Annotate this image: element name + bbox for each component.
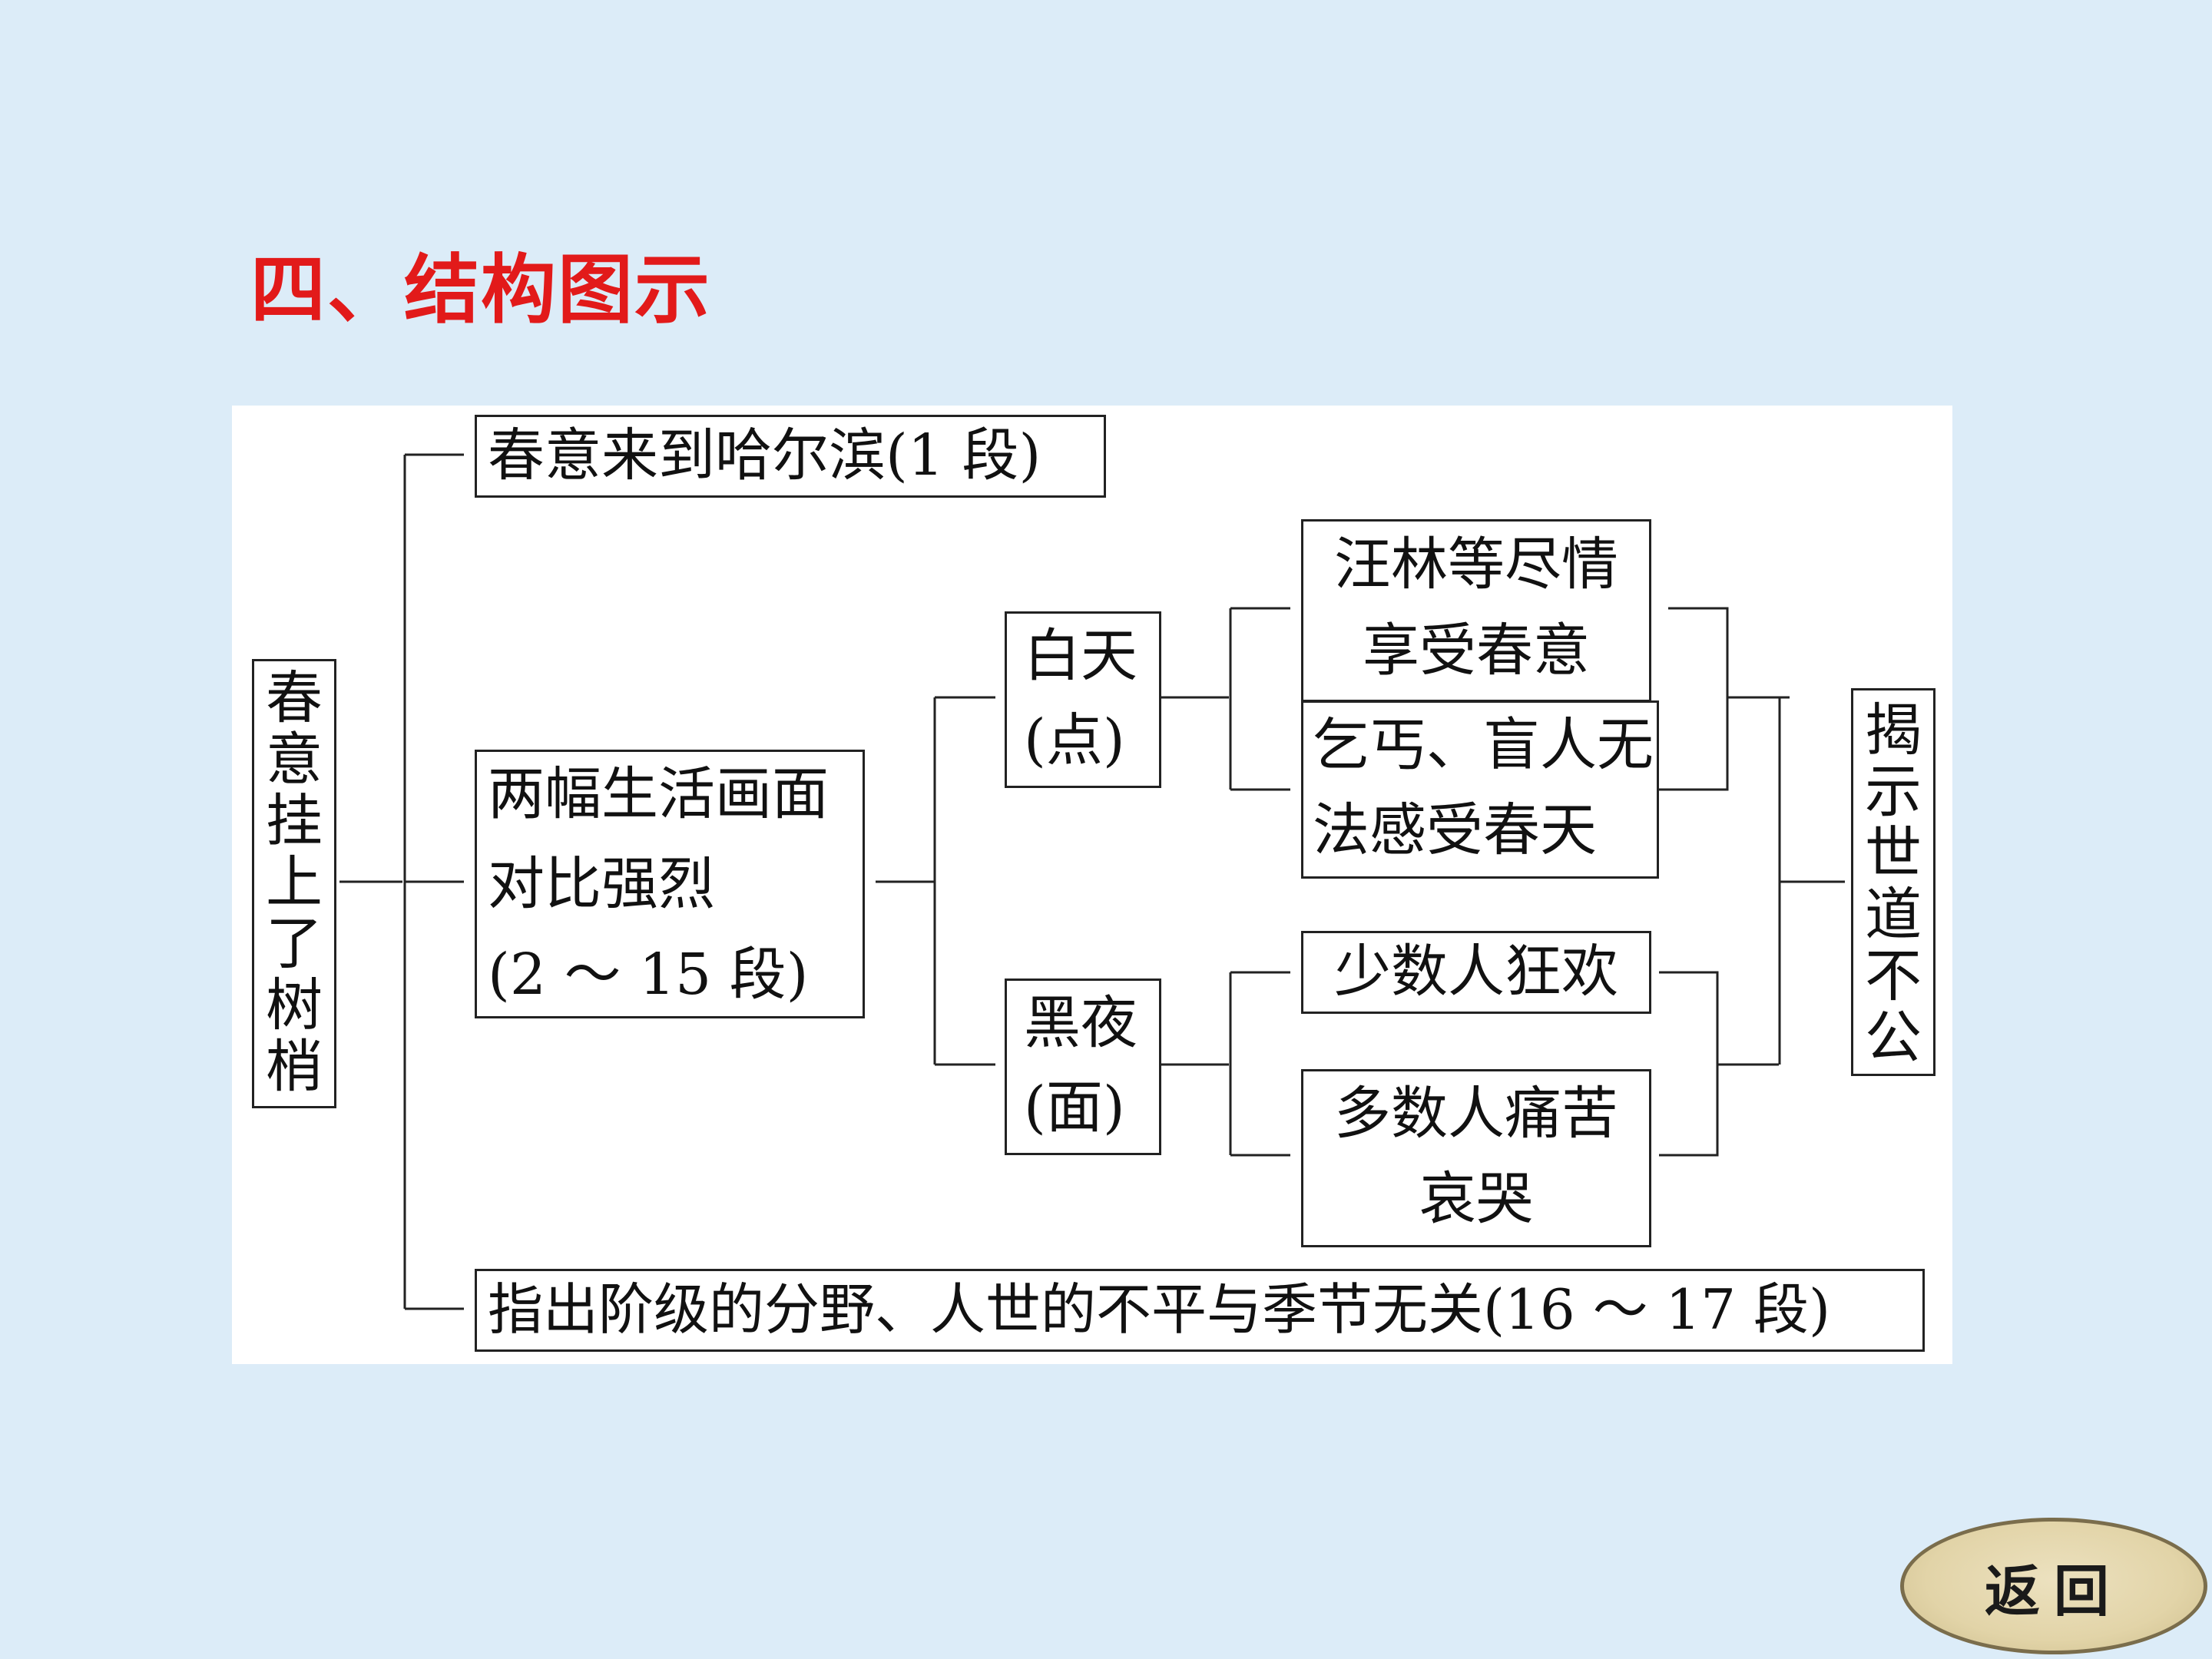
night-branch-a-node: 少数人狂欢 — [1301, 931, 1651, 1014]
connector-lines — [339, 453, 1845, 1310]
section-1-node: 春意来到哈尔滨(1 段) — [475, 415, 1106, 498]
section-3-node: 指出阶级的分野、人世的不平与季节无关(16 ～ 17 段) — [475, 1269, 1925, 1352]
day-branch-b-node: 乞丐、盲人无 法感受春天 — [1301, 700, 1659, 879]
night-node: 黑夜 (面) — [1005, 979, 1161, 1155]
page-title: 四、结构图示 — [250, 247, 712, 334]
section-2-node: 两幅生活画面 对比强烈 (2 ～ 15 段) — [475, 750, 865, 1018]
day-node: 白天 (点) — [1005, 611, 1161, 788]
conclusion-node: 揭 示 世 道 不 公 — [1851, 688, 1936, 1076]
night-branch-b-node: 多数人痛苦 哀哭 — [1301, 1069, 1651, 1247]
root-node: 春 意 挂 上 了 树 梢 — [252, 659, 336, 1108]
return-button[interactable]: 返回 — [1900, 1518, 2207, 1654]
day-branch-a-node: 汪林等尽情 享受春意 — [1301, 519, 1651, 702]
structure-diagram: 春 意 挂 上 了 树 梢 春意来到哈尔滨(1 段) 两幅生活画面 对比强烈 (… — [232, 406, 1952, 1364]
